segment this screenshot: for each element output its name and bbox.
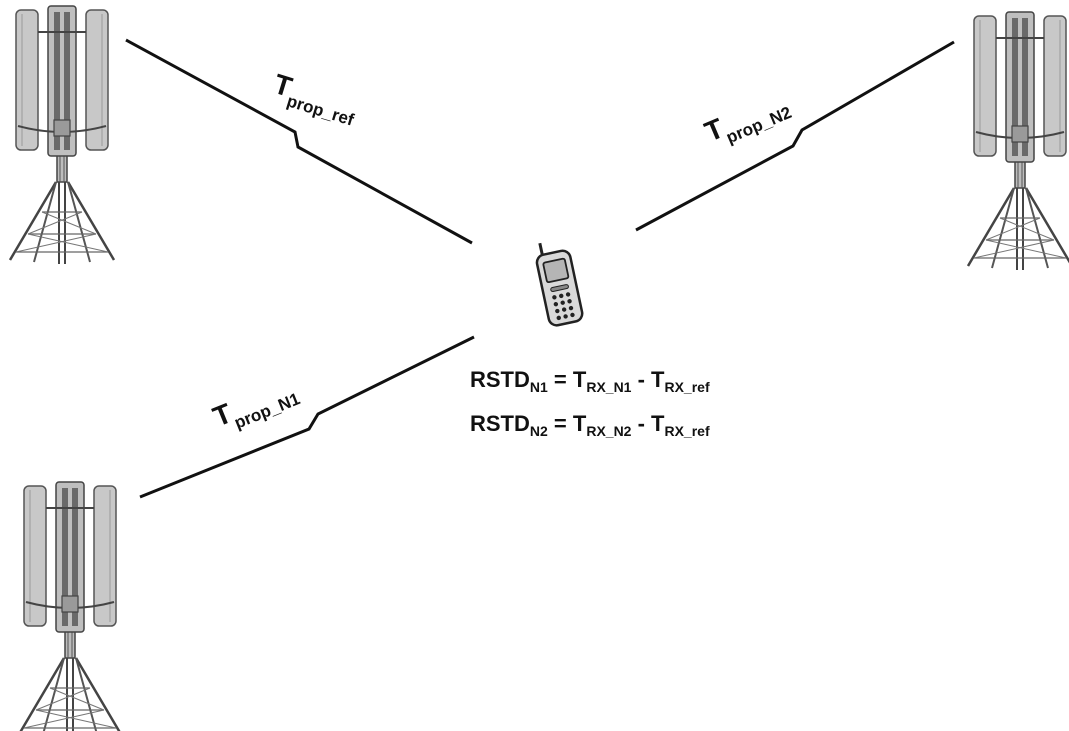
label-tprop-n2: Tprop_N2 <box>700 85 794 154</box>
label-tprop-n1: Tprop_N1 <box>209 372 303 439</box>
link-ref-line <box>125 38 473 245</box>
link-n1-line <box>139 335 475 499</box>
tower-ref-icon <box>8 4 116 266</box>
mobile-phone-icon <box>535 242 584 327</box>
equation-rstd-n1: RSTDN1 = TRX_N1 - TRX_ref <box>470 367 710 395</box>
equation-rstd-n2: RSTDN2 = TRX_N2 - TRX_ref <box>470 411 710 439</box>
tower-n1-icon <box>16 480 124 731</box>
tower-n2-icon <box>966 10 1069 272</box>
link-n2-line <box>635 40 955 232</box>
label-tprop-ref: Tprop_ref <box>268 68 362 130</box>
